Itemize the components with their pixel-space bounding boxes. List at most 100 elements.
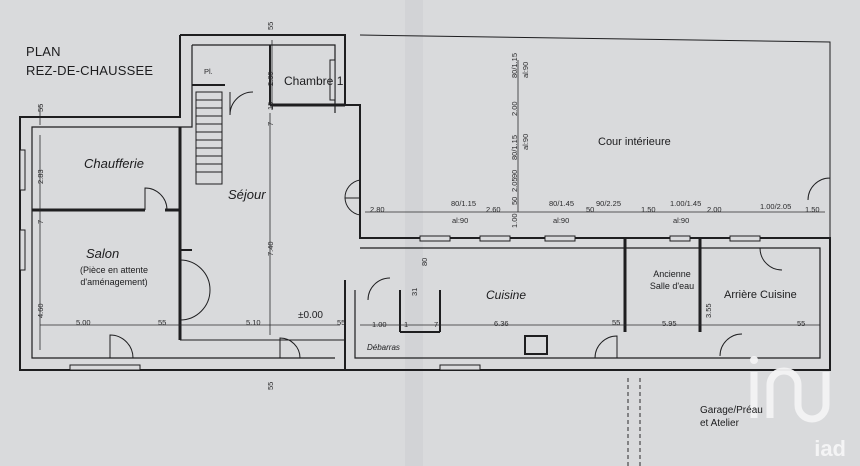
paper-fold — [405, 0, 423, 466]
door-salle-eau — [719, 333, 743, 357]
dim-label: 1.50 — [805, 205, 820, 214]
room-debarras: Débarras — [367, 343, 400, 352]
dim-label: 55 — [158, 318, 167, 327]
salle-eau-line2: Salle d'eau — [649, 281, 695, 291]
dim-label: 90 — [510, 169, 519, 178]
salon-note-line1: (Pièce en attente — [79, 265, 149, 275]
iad-logo-text: iad — [814, 436, 846, 461]
room-placard: Pl. — [204, 67, 213, 76]
dim-label: 1 — [404, 320, 409, 329]
salle-eau-line1: Ancienne — [653, 269, 691, 279]
door-salon-ext — [109, 334, 134, 359]
room-chaufferie: Chaufferie — [84, 156, 144, 171]
dim-label: 4.60 — [36, 303, 45, 318]
door-debarras — [367, 277, 391, 301]
dim-label: 2.05 — [510, 177, 519, 192]
dim-label: al:90 — [521, 133, 530, 150]
dim-label: 7 — [434, 320, 439, 329]
plan-title-line1: PLAN — [26, 44, 61, 59]
dim-label: 80/1.15 — [510, 134, 519, 160]
dim-label: 55 — [266, 21, 275, 30]
dim-label: 1.00 — [372, 320, 387, 329]
window-cour-5 — [729, 235, 761, 242]
room-salle-eau: Ancienne Salle d'eau — [634, 268, 710, 292]
chaufferie-partition — [32, 127, 182, 340]
dim-label: 55 — [337, 318, 346, 327]
outer-wall — [180, 34, 831, 240]
window-left-2 — [19, 229, 26, 271]
dim-label: 3.55 — [704, 303, 713, 318]
room-salon: Salon — [86, 246, 120, 261]
window-cour-3 — [544, 235, 576, 242]
window-salon — [69, 364, 141, 371]
dim-label: 55 — [797, 319, 806, 328]
dim-label: al:90 — [521, 61, 530, 78]
windows — [19, 59, 761, 371]
dim-label: 1.00/1.45 — [670, 199, 702, 208]
left-inner-wall — [31, 45, 335, 359]
window-cuisine-front — [439, 364, 481, 371]
level-marker: ±0.00 — [298, 310, 323, 321]
dim-label: 80 — [420, 257, 429, 266]
garage-outline — [627, 378, 641, 466]
dim-label: 31 — [410, 287, 419, 296]
dim-label: 7 — [266, 121, 275, 126]
dim-label: 6.36 — [494, 319, 509, 328]
door-chaufferie — [144, 187, 168, 211]
iad-logo-mark — [750, 356, 830, 423]
dim-label: 1.00/2.05 — [760, 202, 792, 211]
dim-label: 90/2.25 — [596, 199, 622, 208]
back-wing-wall — [344, 238, 831, 371]
dim-label: 1.50 — [641, 205, 656, 214]
dim-label: 2.60 — [486, 205, 501, 214]
dimension-lines — [39, 40, 825, 350]
dim-label: 7.40 — [266, 241, 275, 256]
dim-label: 80/1.15 — [451, 199, 477, 208]
garage-line2: et Atelier — [700, 418, 739, 429]
window-chambre — [329, 59, 336, 101]
courtyard-boundary — [359, 34, 831, 160]
dim-label: 5.00 — [76, 318, 91, 327]
dim-label: 5.10 — [246, 318, 261, 327]
window-left — [19, 149, 26, 191]
door-sejour-ext — [279, 337, 301, 359]
dim-label: 2.80 — [370, 205, 385, 214]
dim-label: 2.00 — [510, 101, 519, 116]
door-arriere — [759, 247, 783, 271]
dim-label: al:90 — [673, 216, 690, 225]
window-cour-1 — [419, 235, 451, 242]
garage-line1: Garage/Préau — [700, 405, 763, 416]
dim-label: 2.00 — [707, 205, 722, 214]
dim-label: 50 — [510, 196, 519, 205]
door-cour-right — [807, 160, 831, 238]
door-chambre — [229, 91, 254, 116]
dim-label: 55 — [36, 103, 45, 112]
dim-label: 55 — [266, 381, 275, 390]
dim-label: 1.00 — [510, 213, 519, 228]
door-salon — [179, 259, 211, 321]
back-wing-inner — [354, 247, 821, 359]
door-cour — [344, 179, 361, 216]
plan-title-line2: REZ-DE-CHAUSSEE — [26, 63, 154, 78]
dim-label: 55 — [612, 318, 621, 327]
room-salon-note: (Pièce en attente d'aménagement) — [64, 264, 164, 288]
door-cuisine — [594, 335, 618, 359]
chimney — [524, 335, 548, 355]
dim-label: 2.83 — [36, 169, 45, 184]
dim-label: al:90 — [553, 216, 570, 225]
dim-label: al:90 — [452, 216, 469, 225]
dim-label: 80/1.45 — [549, 199, 575, 208]
room-garage: Garage/Préau et Atelier — [700, 404, 770, 430]
room-sejour: Séjour — [228, 187, 266, 202]
dim-label: 2.60 — [266, 71, 275, 86]
dim-label: 5.95 — [662, 319, 677, 328]
plan-title: PLAN REZ-DE-CHAUSSEE — [26, 42, 153, 80]
doors — [109, 91, 831, 359]
walls — [19, 34, 831, 371]
dim-label: 50 — [586, 205, 595, 214]
room-arriere-cuisine: Arrière Cuisine — [724, 289, 797, 301]
dim-label: 80/1.15 — [510, 52, 519, 78]
window-cour-4 — [669, 235, 691, 242]
